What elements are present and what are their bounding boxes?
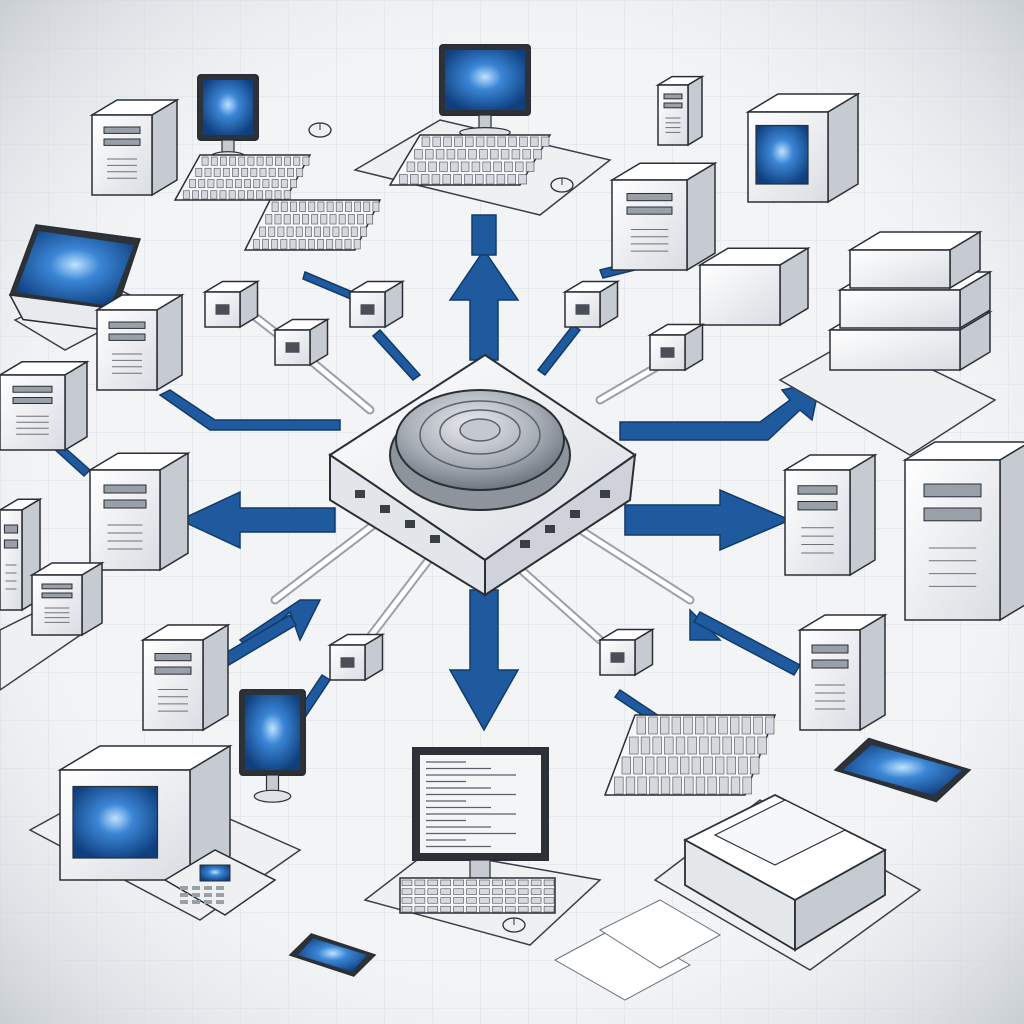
documents (553, 899, 722, 1001)
server-tower-icon (797, 613, 888, 732)
server-stack-icon (827, 230, 993, 372)
arrow-left-middle (178, 490, 336, 550)
laptop-icon (8, 224, 141, 335)
central-hub (328, 353, 637, 597)
server-tower-icon (89, 98, 180, 197)
small-box-right (697, 246, 811, 327)
server-tower-icon (902, 441, 1024, 622)
arrow-up (448, 248, 520, 361)
arrow-down (448, 589, 520, 732)
keyboard-icon (603, 714, 777, 796)
mouse-icon (550, 177, 574, 193)
server-tower-icon (87, 451, 191, 572)
monitor-icon (439, 44, 531, 138)
desktop-computer-icon (745, 92, 861, 204)
network-connector-icon (272, 318, 331, 367)
network-connector-icon (202, 280, 261, 329)
arrow-right-middle (624, 488, 792, 552)
smartphone-icon (833, 737, 972, 803)
server-tower-icon (0, 360, 90, 452)
desk-telephone-icon (163, 849, 277, 916)
server-tower-icon (782, 453, 878, 577)
network-connector-icon (562, 280, 621, 329)
devices (0, 44, 1024, 1001)
network-connector-icon (647, 323, 706, 372)
monitor-icon (239, 689, 306, 803)
monitor-icon (197, 74, 259, 162)
server-tower-icon (140, 623, 231, 732)
mouse-icon (502, 917, 526, 933)
network-connector-icon (347, 280, 406, 329)
network-connector-icon (327, 633, 386, 682)
server-tower-icon (609, 161, 718, 272)
server-tower-icon (94, 293, 185, 392)
keyboard-icon (388, 134, 552, 186)
keyboard-icon (173, 154, 312, 201)
hub-front-right (484, 452, 637, 597)
arrow-up-shaft (471, 214, 497, 256)
network-connector-icon (597, 628, 656, 677)
mouse-icon (308, 122, 332, 138)
keyboard-icon (399, 877, 556, 914)
printer-icon (683, 793, 887, 952)
server-tower-icon (655, 75, 705, 147)
monitor-icon (412, 747, 549, 879)
smartphone-icon (288, 933, 377, 977)
server-tower-icon (29, 561, 105, 637)
keyboard-icon (243, 199, 382, 251)
arrow-left-upper (158, 389, 341, 431)
desktop-computer-icon (57, 744, 233, 882)
hub-ports (355, 490, 610, 548)
